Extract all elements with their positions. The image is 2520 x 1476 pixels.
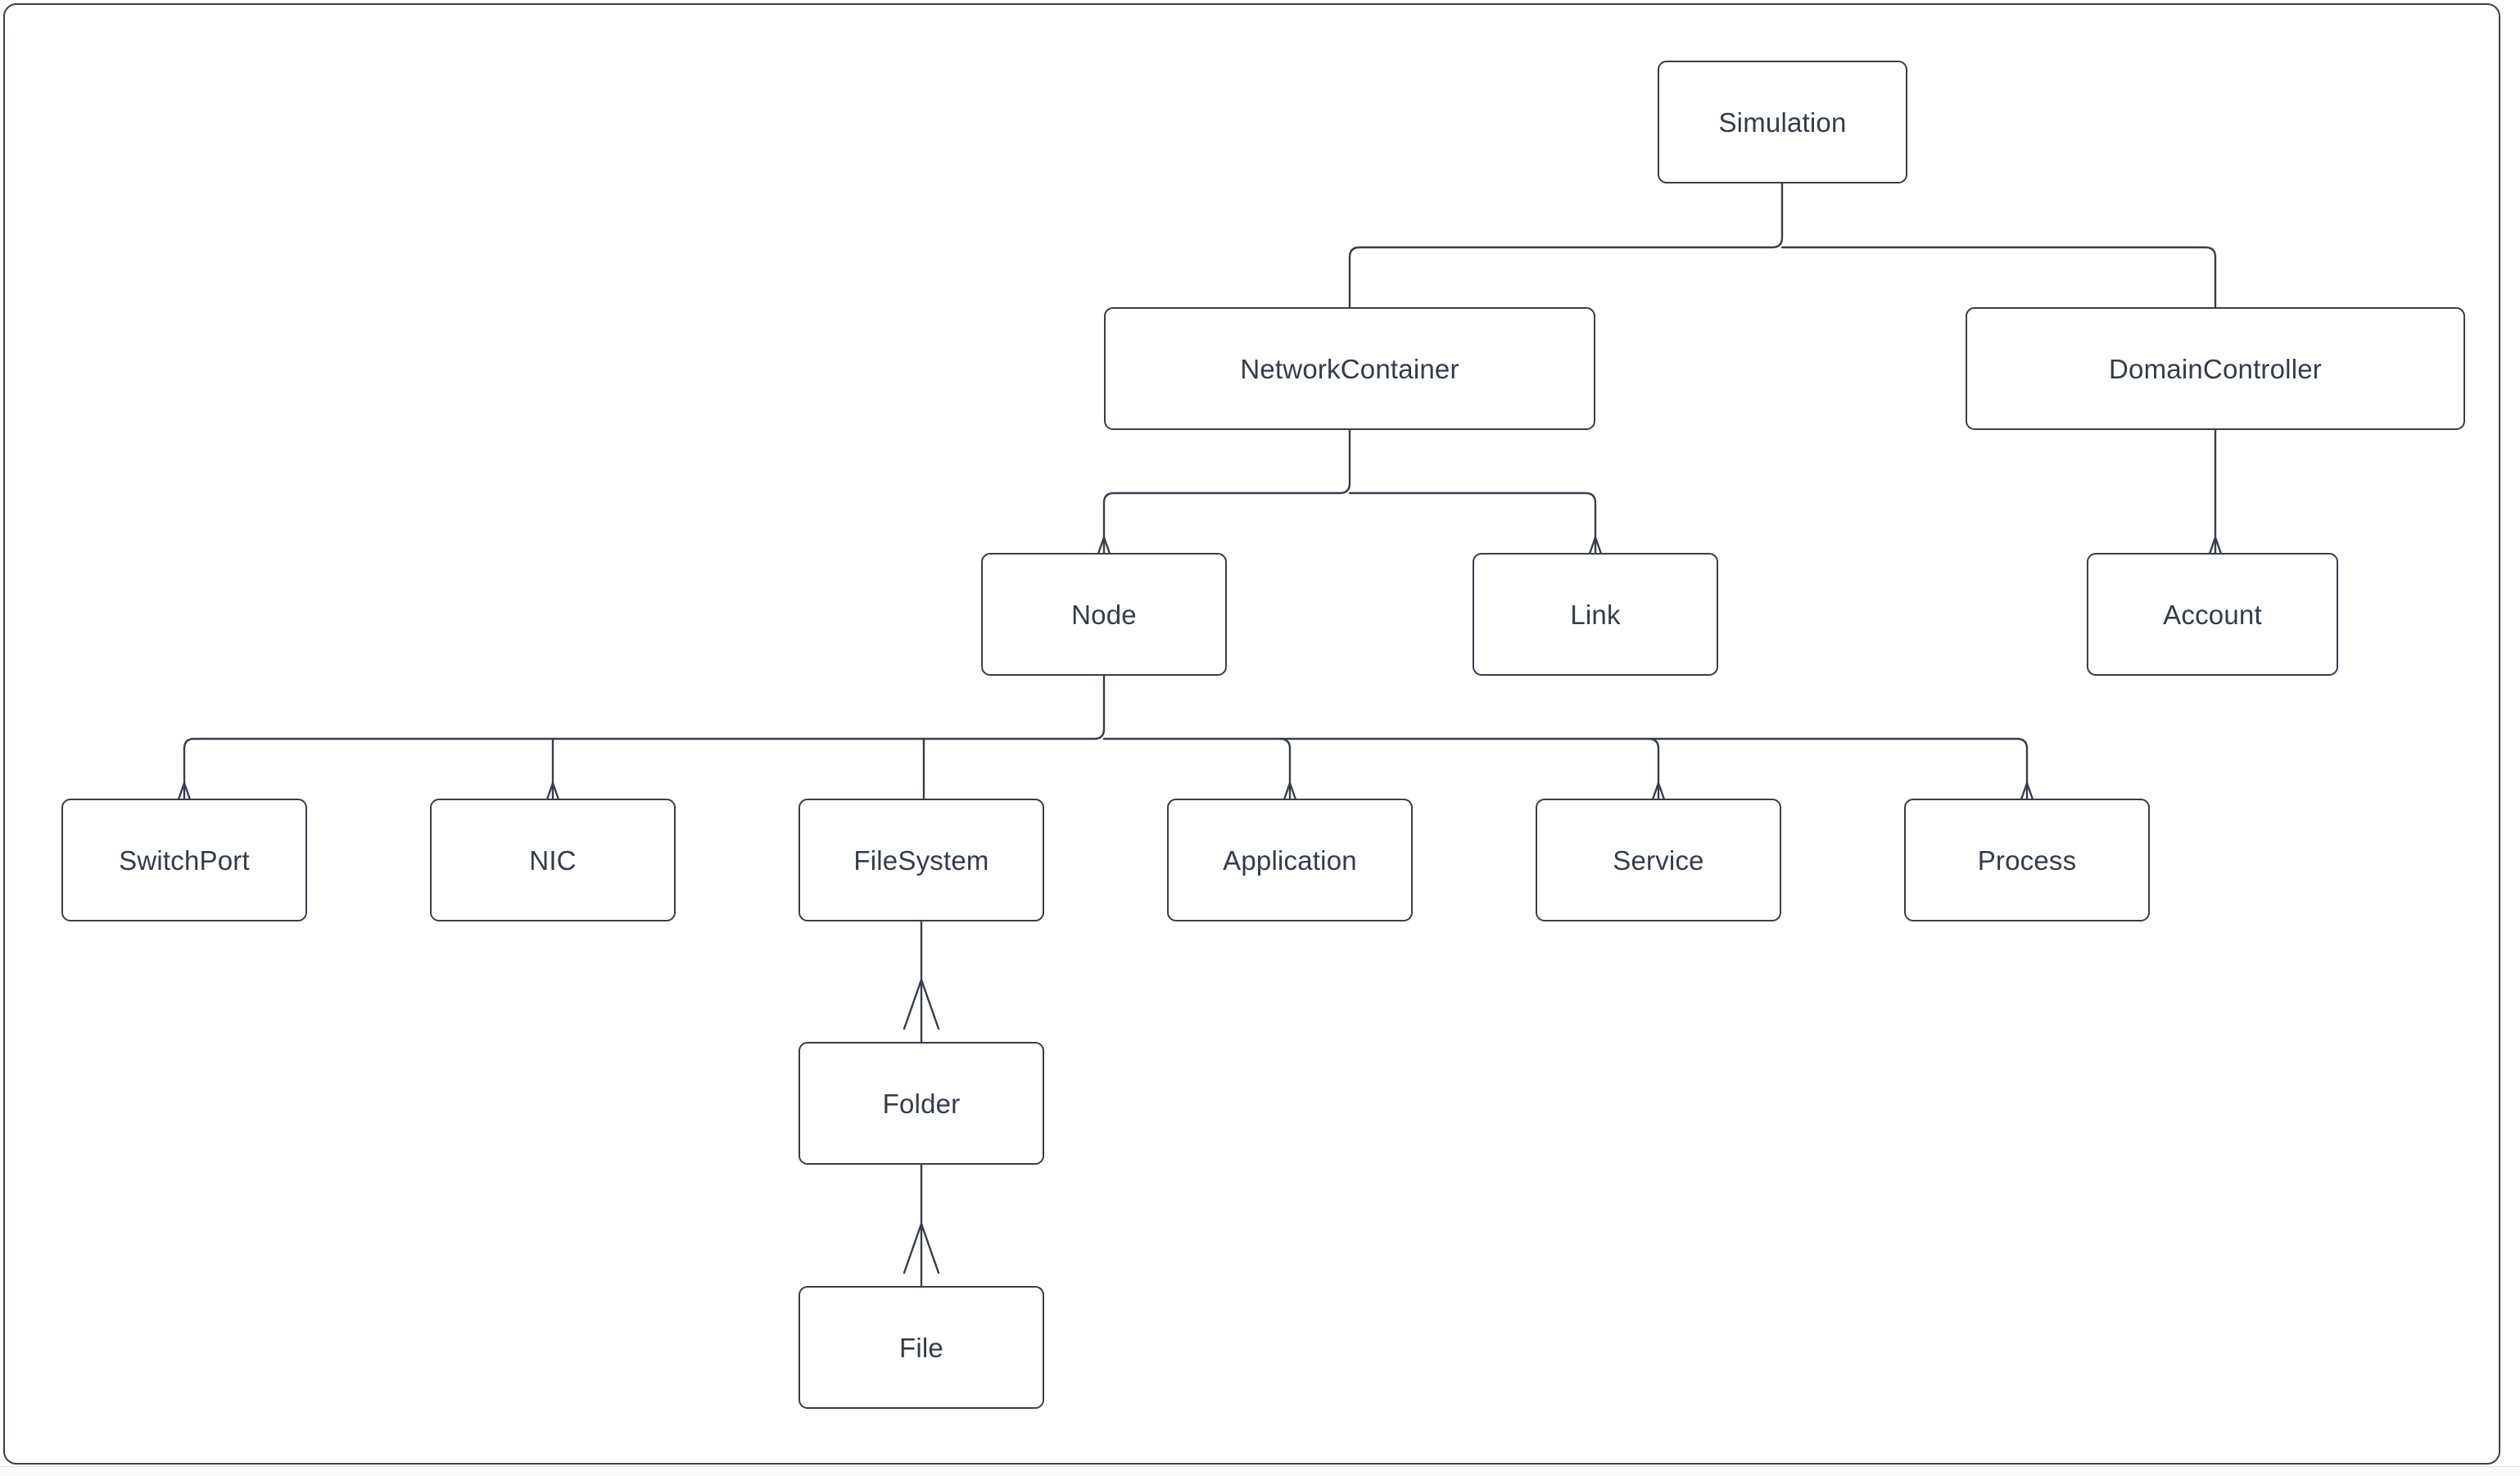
class-box-simulation[interactable]: Simulation <box>1658 61 1907 183</box>
class-box-account[interactable]: Account <box>2087 553 2338 676</box>
class-label-networkcontainer: NetworkContainer <box>1240 353 1459 384</box>
arrowhead-folder <box>903 978 940 1030</box>
class-box-service[interactable]: Service <box>1536 799 1781 921</box>
class-box-domaincontroller[interactable]: DomainController <box>1966 307 2465 430</box>
class-box-nic[interactable]: NIC <box>430 799 676 921</box>
arrowhead-file <box>903 1222 940 1275</box>
class-label-nic: NIC <box>529 844 577 876</box>
class-box-application[interactable]: Application <box>1167 799 1413 921</box>
edge-networkcontainer-link <box>1348 491 1597 555</box>
class-label-file: File <box>899 1332 943 1363</box>
class-label-service: Service <box>1613 844 1704 876</box>
edge-node-bus-right <box>1102 737 2029 800</box>
class-label-link: Link <box>1570 599 1621 630</box>
class-label-folder: Folder <box>882 1088 961 1119</box>
class-label-process: Process <box>1977 844 2077 876</box>
class-label-simulation: Simulation <box>1718 106 1847 138</box>
class-box-switchport[interactable]: SwitchPort <box>61 799 307 921</box>
class-label-application: Application <box>1223 844 1357 876</box>
class-box-file[interactable]: File <box>799 1286 1044 1409</box>
class-label-account: Account <box>2163 599 2262 630</box>
edge-networkcontainer-node <box>1102 428 1351 555</box>
class-box-node[interactable]: Node <box>981 553 1227 676</box>
class-label-filesystem: FileSystem <box>853 844 989 876</box>
class-box-filesystem[interactable]: FileSystem <box>799 799 1044 921</box>
class-label-node: Node <box>1071 599 1137 630</box>
class-box-folder[interactable]: Folder <box>799 1042 1044 1165</box>
class-box-process[interactable]: Process <box>1904 799 2150 921</box>
edge-simulation-domaincontroller <box>1780 246 2217 309</box>
edge-node-bus <box>183 674 1106 800</box>
edge-simulation-networkcontainer <box>1348 182 1784 309</box>
class-label-switchport: SwitchPort <box>119 844 250 876</box>
class-box-networkcontainer[interactable]: NetworkContainer <box>1104 307 1595 430</box>
class-label-domaincontroller: DomainController <box>2109 353 2322 384</box>
class-box-link[interactable]: Link <box>1473 553 1718 676</box>
bottom-edge-band <box>0 1466 2520 1476</box>
